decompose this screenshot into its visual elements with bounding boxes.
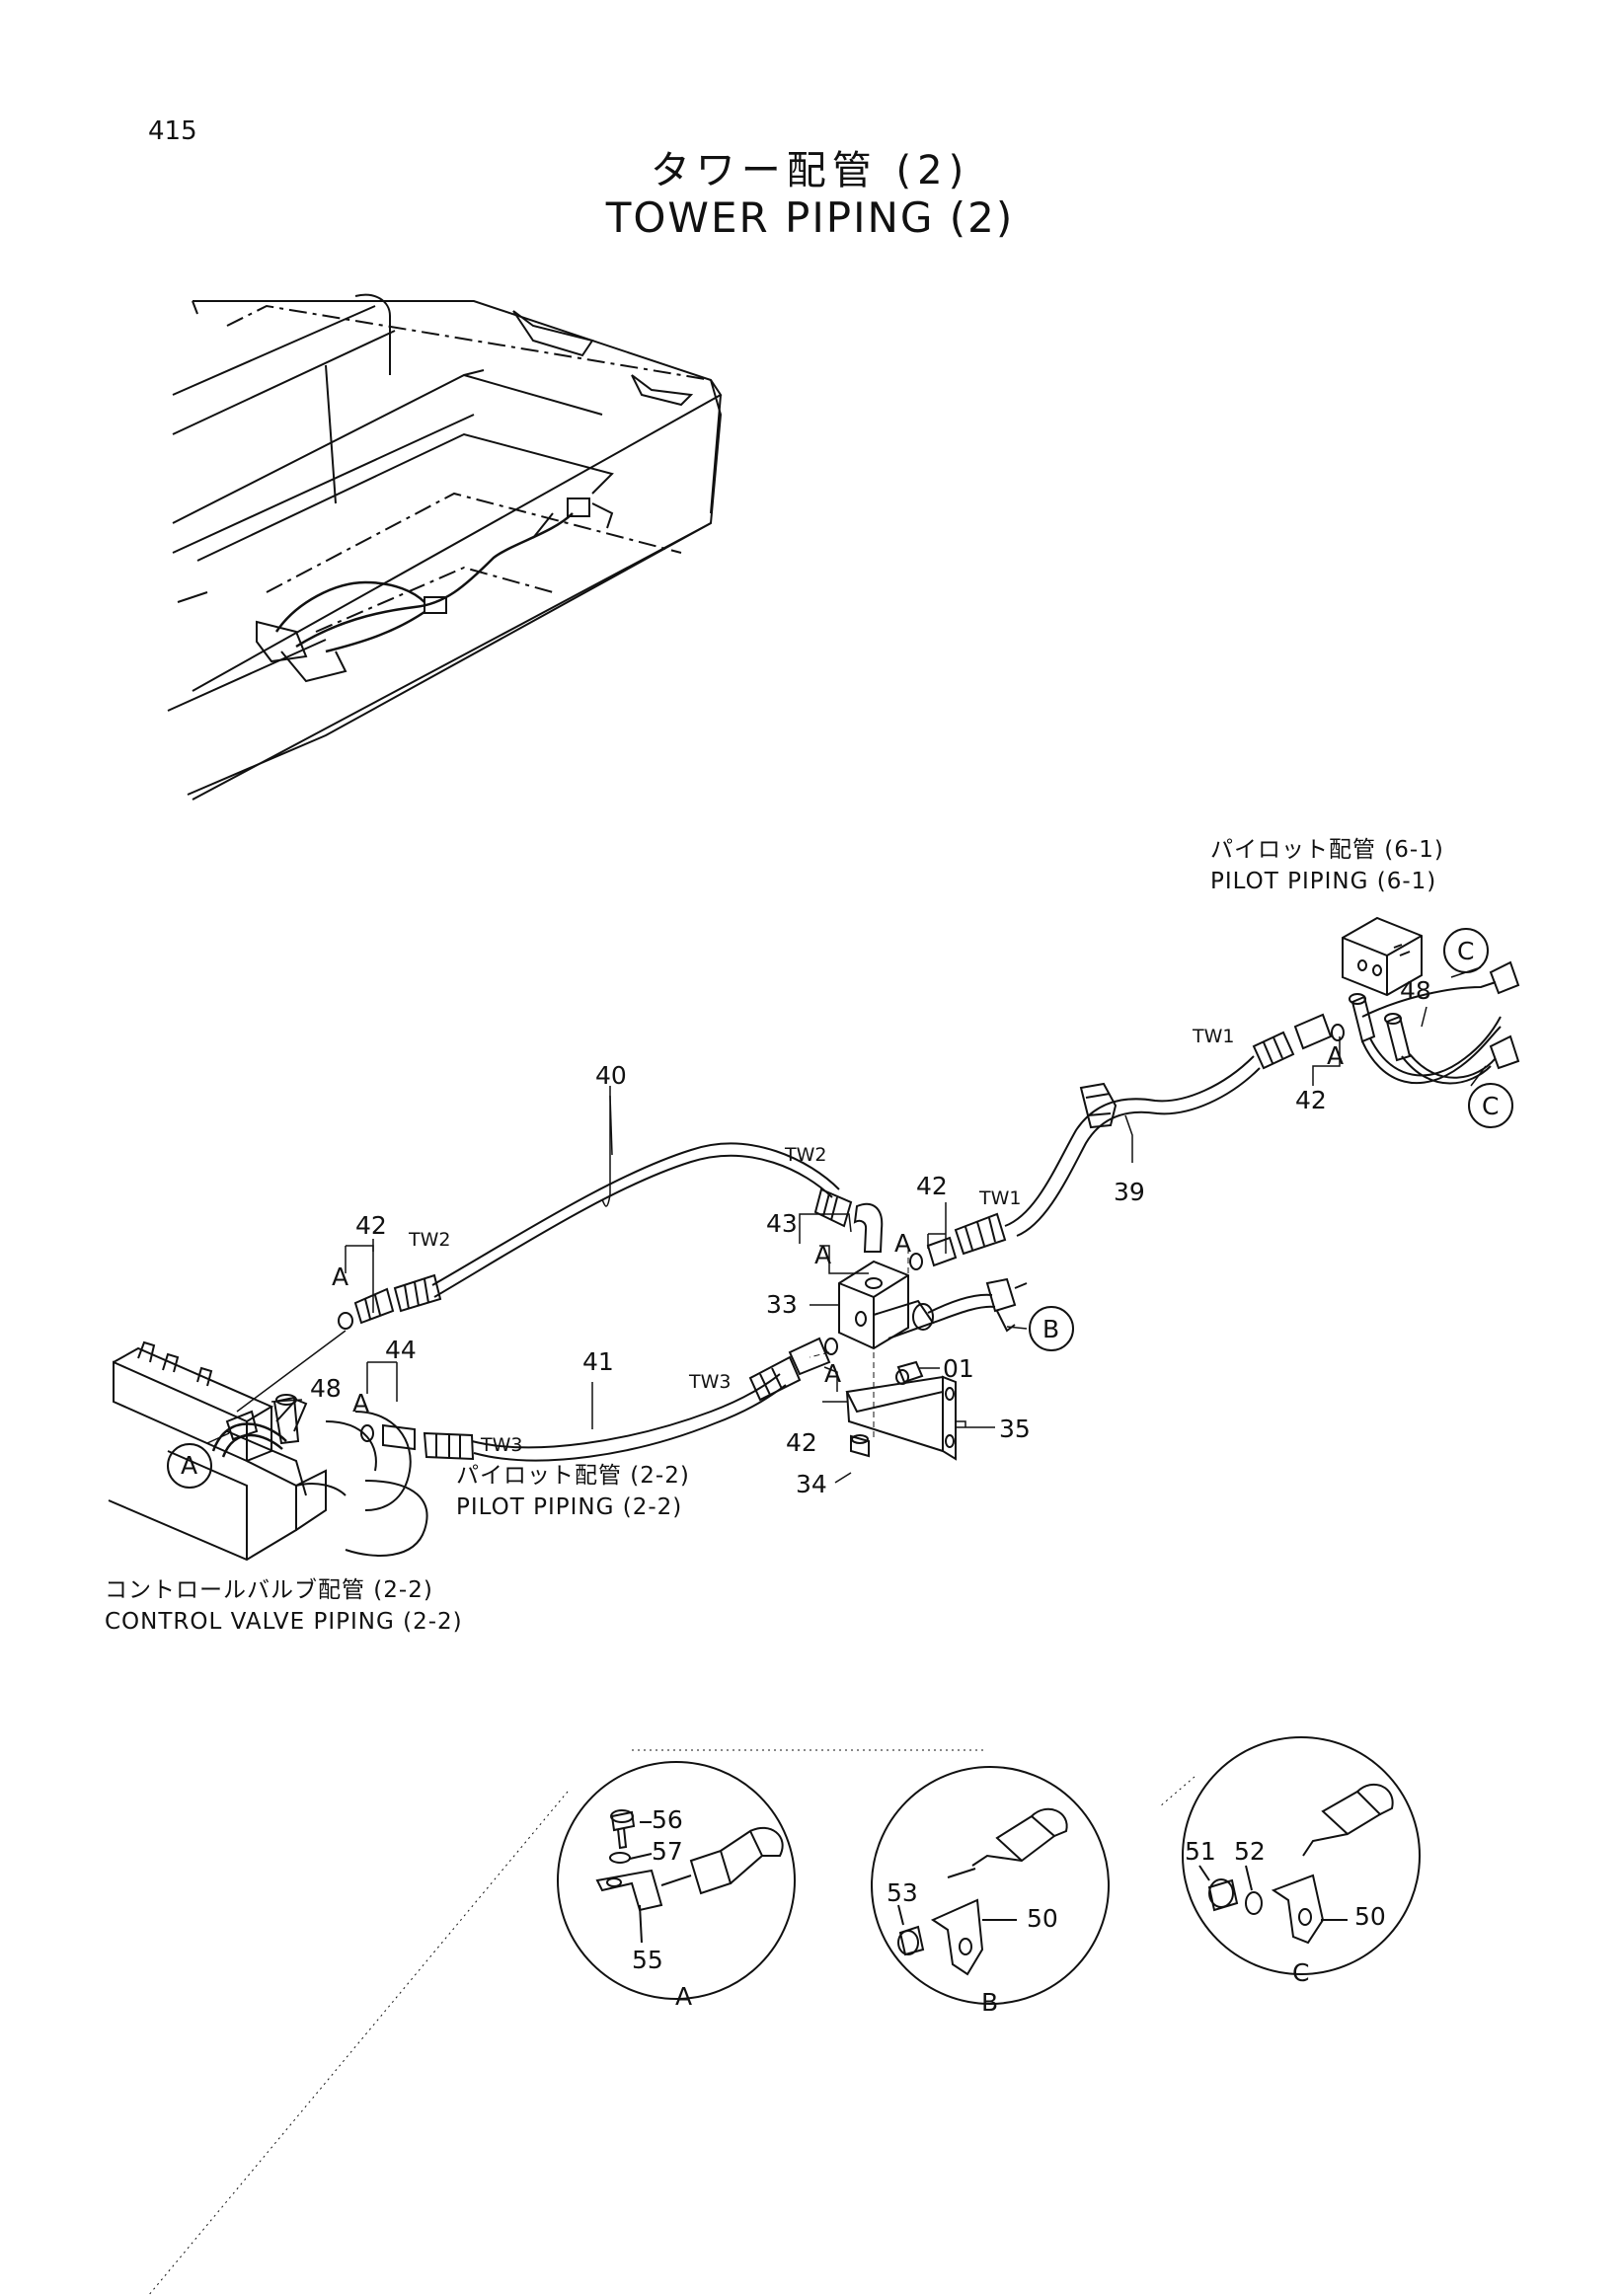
label-a-44: A xyxy=(352,1389,369,1417)
callout-44: 44 xyxy=(385,1336,417,1364)
ref-control-valve-piping-jp: コントロールバルブ配管 (2-2) xyxy=(105,1577,433,1603)
callout-56: 56 xyxy=(652,1805,683,1834)
callout-52: 52 xyxy=(1234,1837,1266,1866)
ref-pilot-piping-6-1-jp: パイロット配管 (6-1) xyxy=(1210,837,1444,863)
detail-circle-c xyxy=(1182,1736,1421,1975)
callout-circle-c-bottom-letter: C xyxy=(1482,1092,1499,1120)
callout-39: 39 xyxy=(1114,1178,1145,1206)
label-a-upper: A xyxy=(1327,1041,1344,1070)
callout-circle-c-bottom xyxy=(1468,1083,1513,1128)
label-tw2-right: TW2 xyxy=(784,1144,826,1166)
callout-42-left: 42 xyxy=(355,1211,387,1240)
detail-circle-a xyxy=(557,1761,796,2000)
detail-a-label: A xyxy=(675,1982,692,2011)
callout-42-middle: 42 xyxy=(916,1172,948,1200)
callout-50-c: 50 xyxy=(1354,1902,1386,1931)
callout-01: 01 xyxy=(943,1354,974,1383)
page-title-english: TOWER PIPING (2) xyxy=(605,193,1015,242)
label-a-lower: A xyxy=(824,1359,841,1388)
callout-33: 33 xyxy=(766,1290,798,1319)
label-tw3-right: TW3 xyxy=(688,1371,731,1393)
callout-50-b: 50 xyxy=(1027,1904,1058,1933)
tower-frame-illustration xyxy=(167,293,723,801)
label-a-43: A xyxy=(814,1241,831,1269)
callout-41: 41 xyxy=(582,1347,614,1376)
label-tw1-upper: TW1 xyxy=(1192,1026,1234,1047)
callout-circle-c-top xyxy=(1443,928,1489,973)
callout-55: 55 xyxy=(632,1946,663,1974)
label-a-middle: A xyxy=(894,1229,911,1258)
ref-pilot-piping-6-1-en: PILOT PIPING (6-1) xyxy=(1210,869,1437,894)
callout-40: 40 xyxy=(595,1061,627,1090)
label-a-left: A xyxy=(332,1263,348,1291)
leader-lines xyxy=(206,966,1487,1484)
ref-pilot-piping-2-2-jp: パイロット配管 (2-2) xyxy=(456,1463,690,1489)
callout-labels: 40 41 39 33 35 34 01 42 42 42 42 43 44 4… xyxy=(181,937,1499,2017)
callout-57: 57 xyxy=(652,1837,683,1866)
callout-34: 34 xyxy=(796,1470,827,1498)
main-piping-illustration xyxy=(108,916,1520,1562)
callout-circle-b-letter: B xyxy=(1042,1315,1059,1343)
callout-43: 43 xyxy=(766,1209,798,1238)
label-tw2-left: TW2 xyxy=(408,1229,450,1251)
callout-53: 53 xyxy=(887,1878,918,1907)
ref-pilot-piping-2-2-en: PILOT PIPING (2-2) xyxy=(456,1494,683,1520)
callout-35: 35 xyxy=(999,1415,1031,1443)
callout-48-lower: 48 xyxy=(310,1374,342,1403)
ref-control-valve-piping-en: CONTROL VALVE PIPING (2-2) xyxy=(105,1609,463,1635)
callout-51: 51 xyxy=(1185,1837,1216,1866)
callout-circle-a xyxy=(167,1443,212,1489)
detail-b-label: B xyxy=(981,1988,998,2017)
detail-c-label: C xyxy=(1292,1958,1309,1987)
callout-circle-a-letter: A xyxy=(181,1451,197,1480)
detail-circle-b xyxy=(871,1766,1110,2005)
callout-circle-c-top-letter: C xyxy=(1457,937,1474,965)
detail-views xyxy=(147,1736,1421,2296)
page-title-japanese: タワー配管 (2) xyxy=(650,148,970,193)
callout-42-lower: 42 xyxy=(786,1428,817,1457)
callout-42-upper: 42 xyxy=(1295,1086,1327,1114)
callout-circle-b xyxy=(1029,1306,1074,1351)
page-number: 415 xyxy=(148,116,197,146)
label-tw3-left: TW3 xyxy=(480,1434,522,1456)
label-tw1-lower: TW1 xyxy=(978,1187,1021,1209)
callout-48-upper: 48 xyxy=(1400,976,1431,1005)
